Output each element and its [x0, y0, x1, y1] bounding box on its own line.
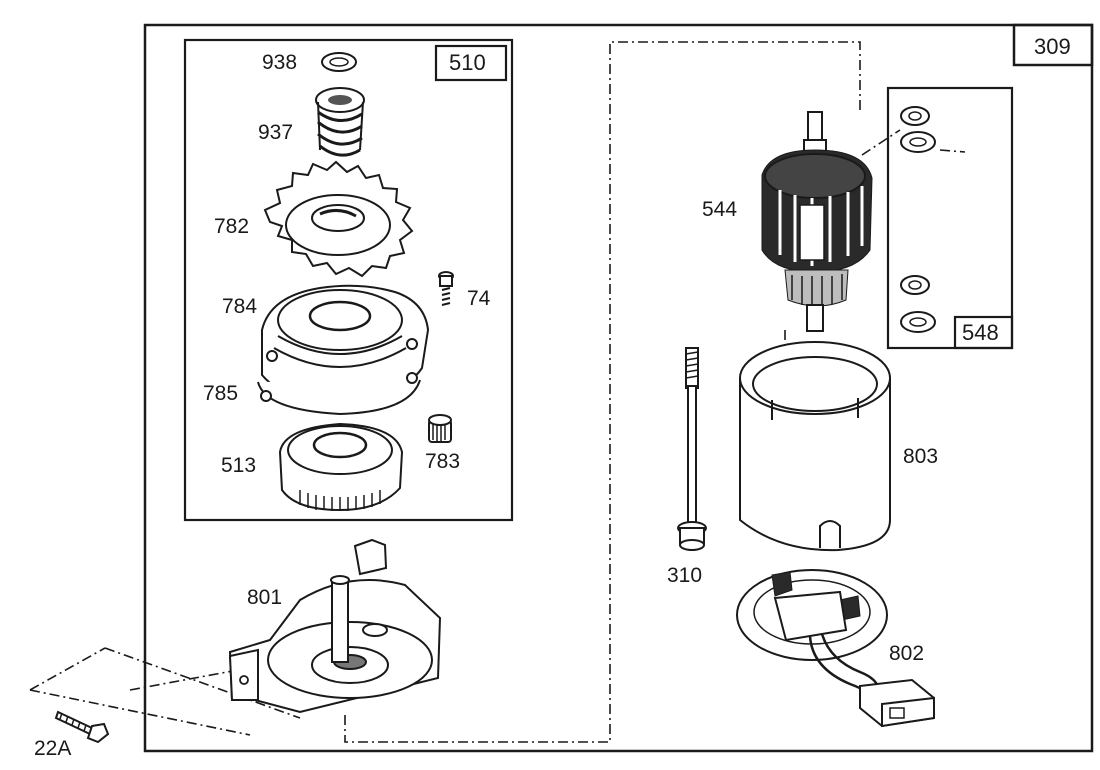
gasket-part — [257, 372, 421, 416]
part-labels: 938 937 782 74 784 785 513 783 801 22A 5… — [34, 51, 938, 760]
part-label-544: 544 — [702, 198, 737, 221]
bolt-22a-part — [54, 710, 110, 744]
pinion-gear-part — [263, 160, 414, 278]
brush-kit-label: 548 — [962, 320, 999, 345]
part-label-937: 937 — [258, 121, 293, 144]
part-label-938: 938 — [262, 51, 297, 74]
through-bolt-part — [677, 347, 707, 551]
screw-74-part — [438, 271, 454, 306]
retaining-ring-part — [321, 52, 357, 72]
assembly-label: 309 — [1034, 34, 1071, 59]
planet-gear-part — [428, 414, 452, 443]
gear-housing-part — [261, 284, 430, 404]
part-label-784: 784 — [222, 295, 257, 318]
drive-end-cap-part — [228, 538, 442, 714]
part-label-803: 803 — [903, 445, 938, 468]
part-label-785: 785 — [203, 382, 238, 405]
part-label-783: 783 — [425, 450, 460, 473]
part-label-22a: 22A — [34, 737, 71, 760]
brush-kit-box: 548 — [886, 86, 1014, 350]
brush-kit-parts — [900, 106, 936, 333]
brush-plate-part — [736, 569, 935, 728]
part-label-513: 513 — [221, 454, 256, 477]
part-label-310: 310 — [667, 564, 702, 587]
armature-part — [761, 111, 873, 332]
part-label-782: 782 — [214, 215, 249, 238]
part-label-802: 802 — [889, 642, 924, 665]
part-label-74: 74 — [467, 287, 491, 310]
spring-part — [315, 87, 365, 157]
ring-gear-part — [278, 422, 404, 512]
part-label-801: 801 — [247, 586, 282, 609]
assembly-frame: 309 — [143, 23, 1094, 753]
drive-kit-label: 510 — [449, 50, 486, 75]
leader-lines — [29, 41, 966, 743]
drive-kit-box: 510 — [183, 38, 514, 522]
frame-housing-part — [739, 341, 891, 552]
